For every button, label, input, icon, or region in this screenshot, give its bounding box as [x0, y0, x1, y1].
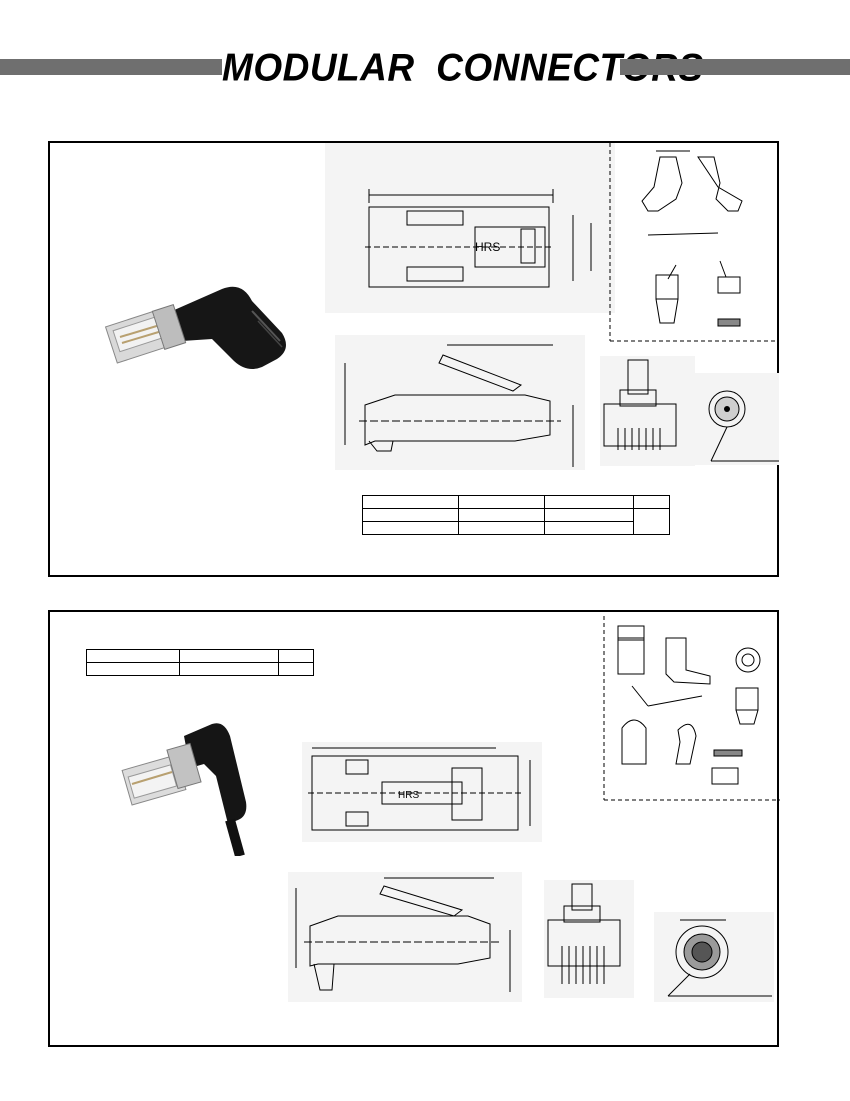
- product-panel-1: HRS: [48, 141, 779, 577]
- title-bar-right: [620, 59, 850, 75]
- side-view-drawing-1: [335, 335, 585, 470]
- front-view-drawing-1: [600, 356, 695, 466]
- table-row: [86, 662, 314, 676]
- hrs-label-1: HRS: [475, 240, 500, 254]
- spec-table-2: [86, 649, 314, 676]
- page-title: MODULAR CONNECTORS: [222, 45, 704, 89]
- table-row: [362, 508, 670, 535]
- title-bar-left: [0, 59, 222, 75]
- cable-section-drawing-1: [695, 373, 779, 465]
- product-photo-2: [120, 716, 260, 861]
- table-row: [362, 521, 670, 535]
- front-view-drawing-2: [544, 880, 634, 998]
- side-view-drawing-2: [288, 872, 522, 1002]
- hrs-label-2: HRS: [398, 790, 419, 801]
- accessory-drawings-2: [602, 616, 780, 802]
- product-panel-2: HRS: [48, 610, 780, 1047]
- table-row: [362, 495, 670, 509]
- table-row: [86, 649, 314, 663]
- spec-table-1: [362, 495, 670, 535]
- cable-section-drawing-2: [654, 912, 774, 1002]
- product-photo-1: [102, 281, 292, 386]
- top-view-drawing-2: HRS: [302, 742, 542, 842]
- top-view-drawing-1: HRS: [325, 143, 615, 313]
- accessory-drawings-1: [608, 143, 779, 348]
